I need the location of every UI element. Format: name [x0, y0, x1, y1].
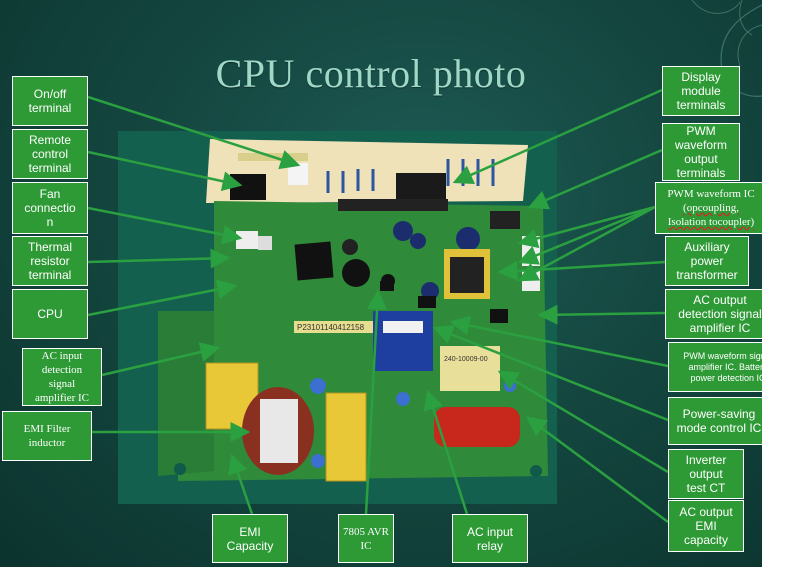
label-thermal-resistor-terminal: Thermal resistor terminal	[12, 236, 88, 286]
label-pwm-waveform-output-terminals: PWM waveform output terminals	[662, 123, 740, 181]
label-pwm-waveform-ic: PWM waveform IC (opcoupling, Isolation t…	[655, 182, 762, 234]
label-display-module-terminals: Display module terminals	[662, 66, 740, 116]
label-remote-control-terminal: Remote control terminal	[12, 129, 88, 179]
label-ac-output-emi-capacity: AC output EMI capacity	[668, 500, 744, 552]
label-ac-output-detection-ic: AC output detection signal amplifier IC	[665, 289, 762, 339]
slide: CPU control photo	[0, 0, 762, 567]
pwm-ic-line-3: Isolation tocoupler)	[667, 216, 755, 228]
pcb-photo: P23101140412158 240-10009-00	[118, 131, 557, 504]
board-serial-text: P23101140412158	[297, 323, 365, 332]
label-power-saving-control-ic: Power-saving mode control IC	[668, 397, 762, 445]
label-ac-input-relay: AC input relay	[452, 514, 528, 563]
pwm-ic-line-2: (opcoupling,	[683, 202, 739, 214]
label-fan-connection: Fan connectio n	[12, 182, 88, 234]
svg-text:240-10009-00: 240-10009-00	[444, 356, 488, 363]
slide-title: CPU control photo	[215, 51, 527, 96]
label-pwm-signal-amplifier-ic: PWM waveform signal amplifier IC. Batter…	[668, 342, 762, 392]
label-emi-capacity: EMI Capacity	[212, 514, 288, 563]
label-onoff-terminal: On/off terminal	[12, 76, 88, 126]
label-auxiliary-power-transformer: Auxiliary power transformer	[665, 236, 749, 286]
label-7805-avr-ic: 7805 AVR IC	[338, 514, 394, 563]
label-emi-filter-inductor: EMI Filter inductor	[2, 411, 92, 461]
window-margin	[762, 0, 789, 567]
pwm-ic-line-1: PWM waveform IC	[667, 188, 755, 200]
label-ac-input-detection-ic: AC input detection signal amplifier IC	[22, 348, 102, 406]
label-inverter-output-test-ct: Inverter output test CT	[668, 449, 744, 499]
label-cpu: CPU	[12, 289, 88, 339]
